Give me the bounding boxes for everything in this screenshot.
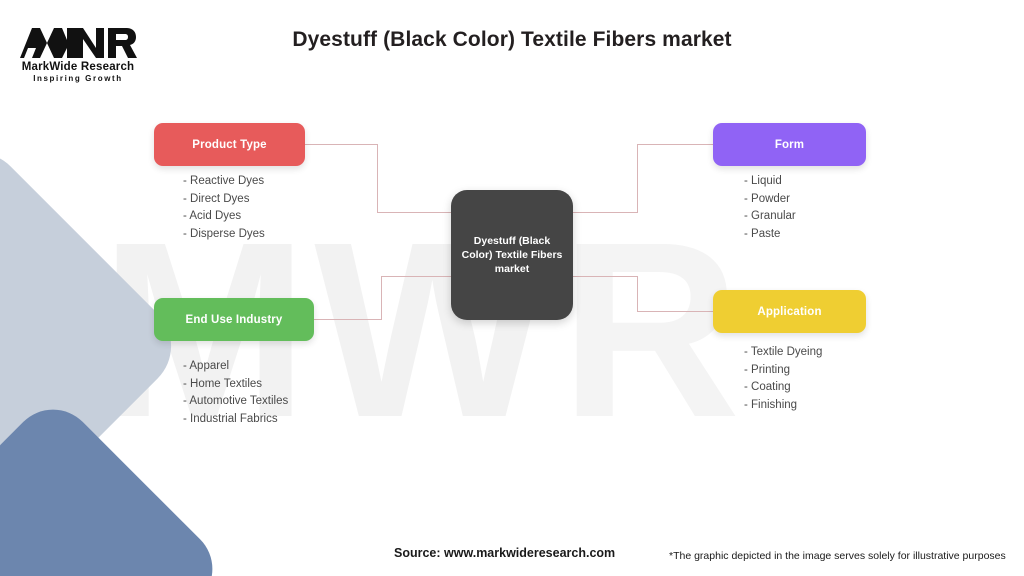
node-product-type-label: Product Type <box>192 138 267 151</box>
markwide-monogram-icon <box>20 28 137 58</box>
list-item: - Industrial Fabrics <box>183 412 278 425</box>
list-item: - Powder <box>744 192 791 205</box>
node-end-use-industry[interactable]: End Use Industry <box>154 298 314 341</box>
center-node-label: Dyestuff (Black Color) Textile Fibers ma… <box>461 235 563 275</box>
list-item: - Printing <box>744 363 791 376</box>
list-item: - Direct Dyes <box>183 192 250 205</box>
list-item: - Apparel <box>183 360 230 372</box>
connector-form-h1 <box>571 211 638 213</box>
center-node[interactable]: Dyestuff (Black Color) Textile Fibers ma… <box>451 190 573 320</box>
list-item: - Granular <box>744 210 796 223</box>
list-item: - Liquid <box>744 175 782 187</box>
list-item: - Acid Dyes <box>183 210 242 223</box>
node-form[interactable]: Form <box>713 123 866 166</box>
list-product-type: - Reactive Dyes - Direct Dyes - Acid Dye… <box>183 173 265 243</box>
node-form-label: Form <box>774 138 805 151</box>
node-product-type[interactable]: Product Type <box>154 123 305 166</box>
connector-product-type-v <box>377 144 379 212</box>
connector-application-h2 <box>637 311 715 313</box>
list-item: - Automotive Textiles <box>183 395 289 408</box>
node-end-use-industry-label: End Use Industry <box>185 313 283 326</box>
connector-end-use-v <box>381 276 383 320</box>
connector-product-type-h1 <box>305 144 378 146</box>
list-item: - Paste <box>744 227 781 240</box>
connector-form-v <box>637 144 639 212</box>
brand-name: MarkWide Research <box>21 61 135 73</box>
node-application[interactable]: Application <box>713 290 866 333</box>
list-application: - Textile Dyeing - Printing - Coating - … <box>744 344 822 414</box>
brand-tagline: Inspiring Growth <box>33 74 123 83</box>
page-title: Dyestuff (Black Color) Textile Fibers ma… <box>292 28 732 51</box>
connector-end-use-h1 <box>314 319 382 321</box>
disclaimer-text: *The graphic depicted in the image serve… <box>669 550 1006 562</box>
list-item: - Coating <box>744 381 791 394</box>
list-item: - Reactive Dyes <box>183 175 265 187</box>
list-item: - Finishing <box>744 398 798 411</box>
connector-product-type-h2 <box>377 211 453 213</box>
brand-logo: MarkWide Research Inspiring Growth <box>18 26 138 88</box>
connector-end-use-h2 <box>381 275 453 277</box>
list-item: - Home Textiles <box>183 377 263 390</box>
connector-form-h2 <box>637 144 715 146</box>
node-application-label: Application <box>757 305 822 318</box>
background-watermark-right: R <box>560 190 741 469</box>
connector-application-h1 <box>571 275 638 277</box>
connector-application-v <box>637 276 639 312</box>
list-end-use-industry: - Apparel - Home Textiles - Automotive T… <box>183 358 288 428</box>
list-form: - Liquid - Powder - Granular - Paste <box>744 173 796 243</box>
list-item: - Disperse Dyes <box>183 227 265 240</box>
source-text: Source: www.markwideresearch.com <box>394 546 616 560</box>
list-item: - Textile Dyeing <box>744 346 823 358</box>
